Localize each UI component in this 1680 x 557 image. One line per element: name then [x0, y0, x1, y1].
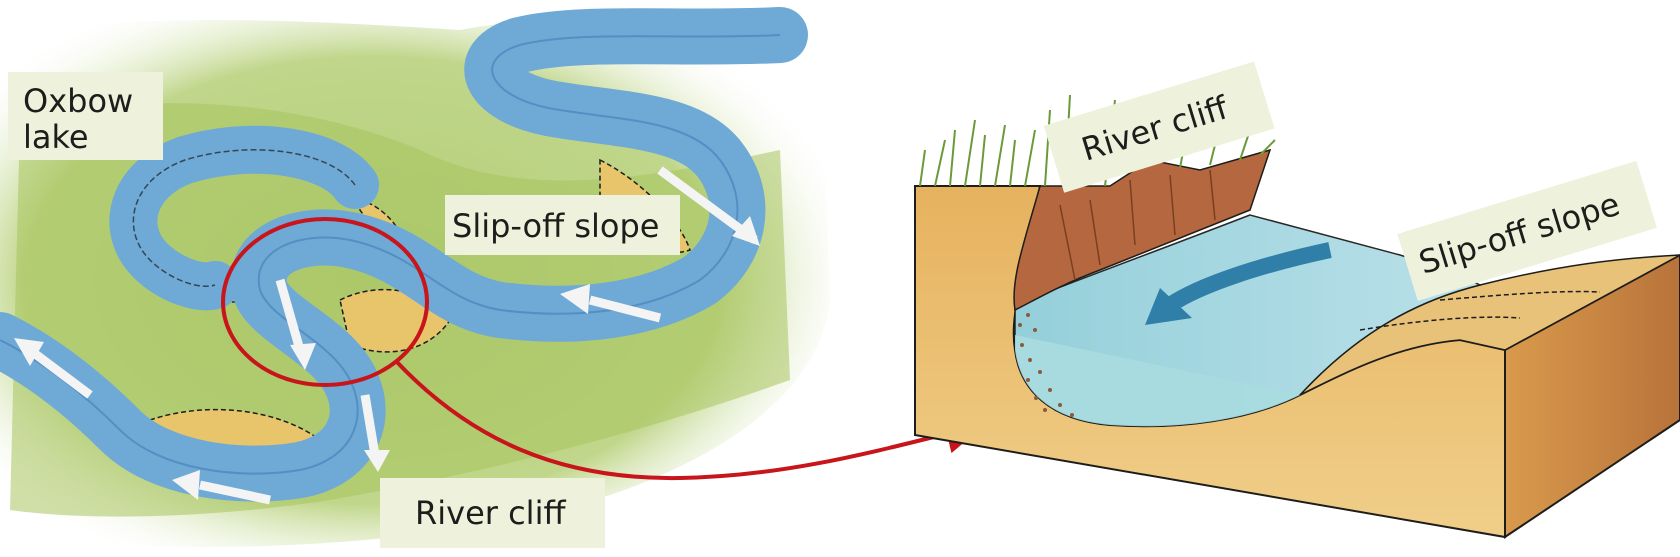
flow-arrow-icon — [360, 394, 390, 472]
block-water-section — [1015, 335, 1300, 427]
label-box-block-river-cliff — [1043, 61, 1275, 193]
block-view: River cliff Slip-off slope — [914, 61, 1680, 539]
oxbow-label-line2: lake — [23, 118, 89, 156]
label-box-oxbow — [8, 72, 163, 160]
block-river-cliff-label-group: River cliff — [1043, 61, 1275, 193]
highlight-circle — [221, 217, 429, 387]
map-river-cliff-label: River cliff — [415, 494, 566, 532]
flow-arrow-icon — [172, 470, 271, 505]
map-view: Oxbow lake Slip-off slope River cliff — [0, 7, 830, 548]
oxbow-label-line1: Oxbow — [23, 82, 133, 120]
flow-arrow-icon — [657, 166, 760, 246]
flow-arrow-icon — [275, 278, 316, 370]
flow-arrow-icon — [560, 284, 662, 323]
label-box-map-river-cliff — [380, 478, 605, 548]
label-box-map-slip-off — [445, 195, 680, 255]
map-slip-off-label: Slip-off slope — [452, 207, 659, 245]
connector-arrow-icon — [393, 358, 986, 481]
current-arrow-icon — [1145, 242, 1332, 325]
river-cliff-soil — [1013, 148, 1272, 312]
label-box-block-slip-off — [1397, 160, 1657, 301]
sediment-dots — [1018, 313, 1074, 417]
flow-arrow-icon — [14, 338, 93, 399]
